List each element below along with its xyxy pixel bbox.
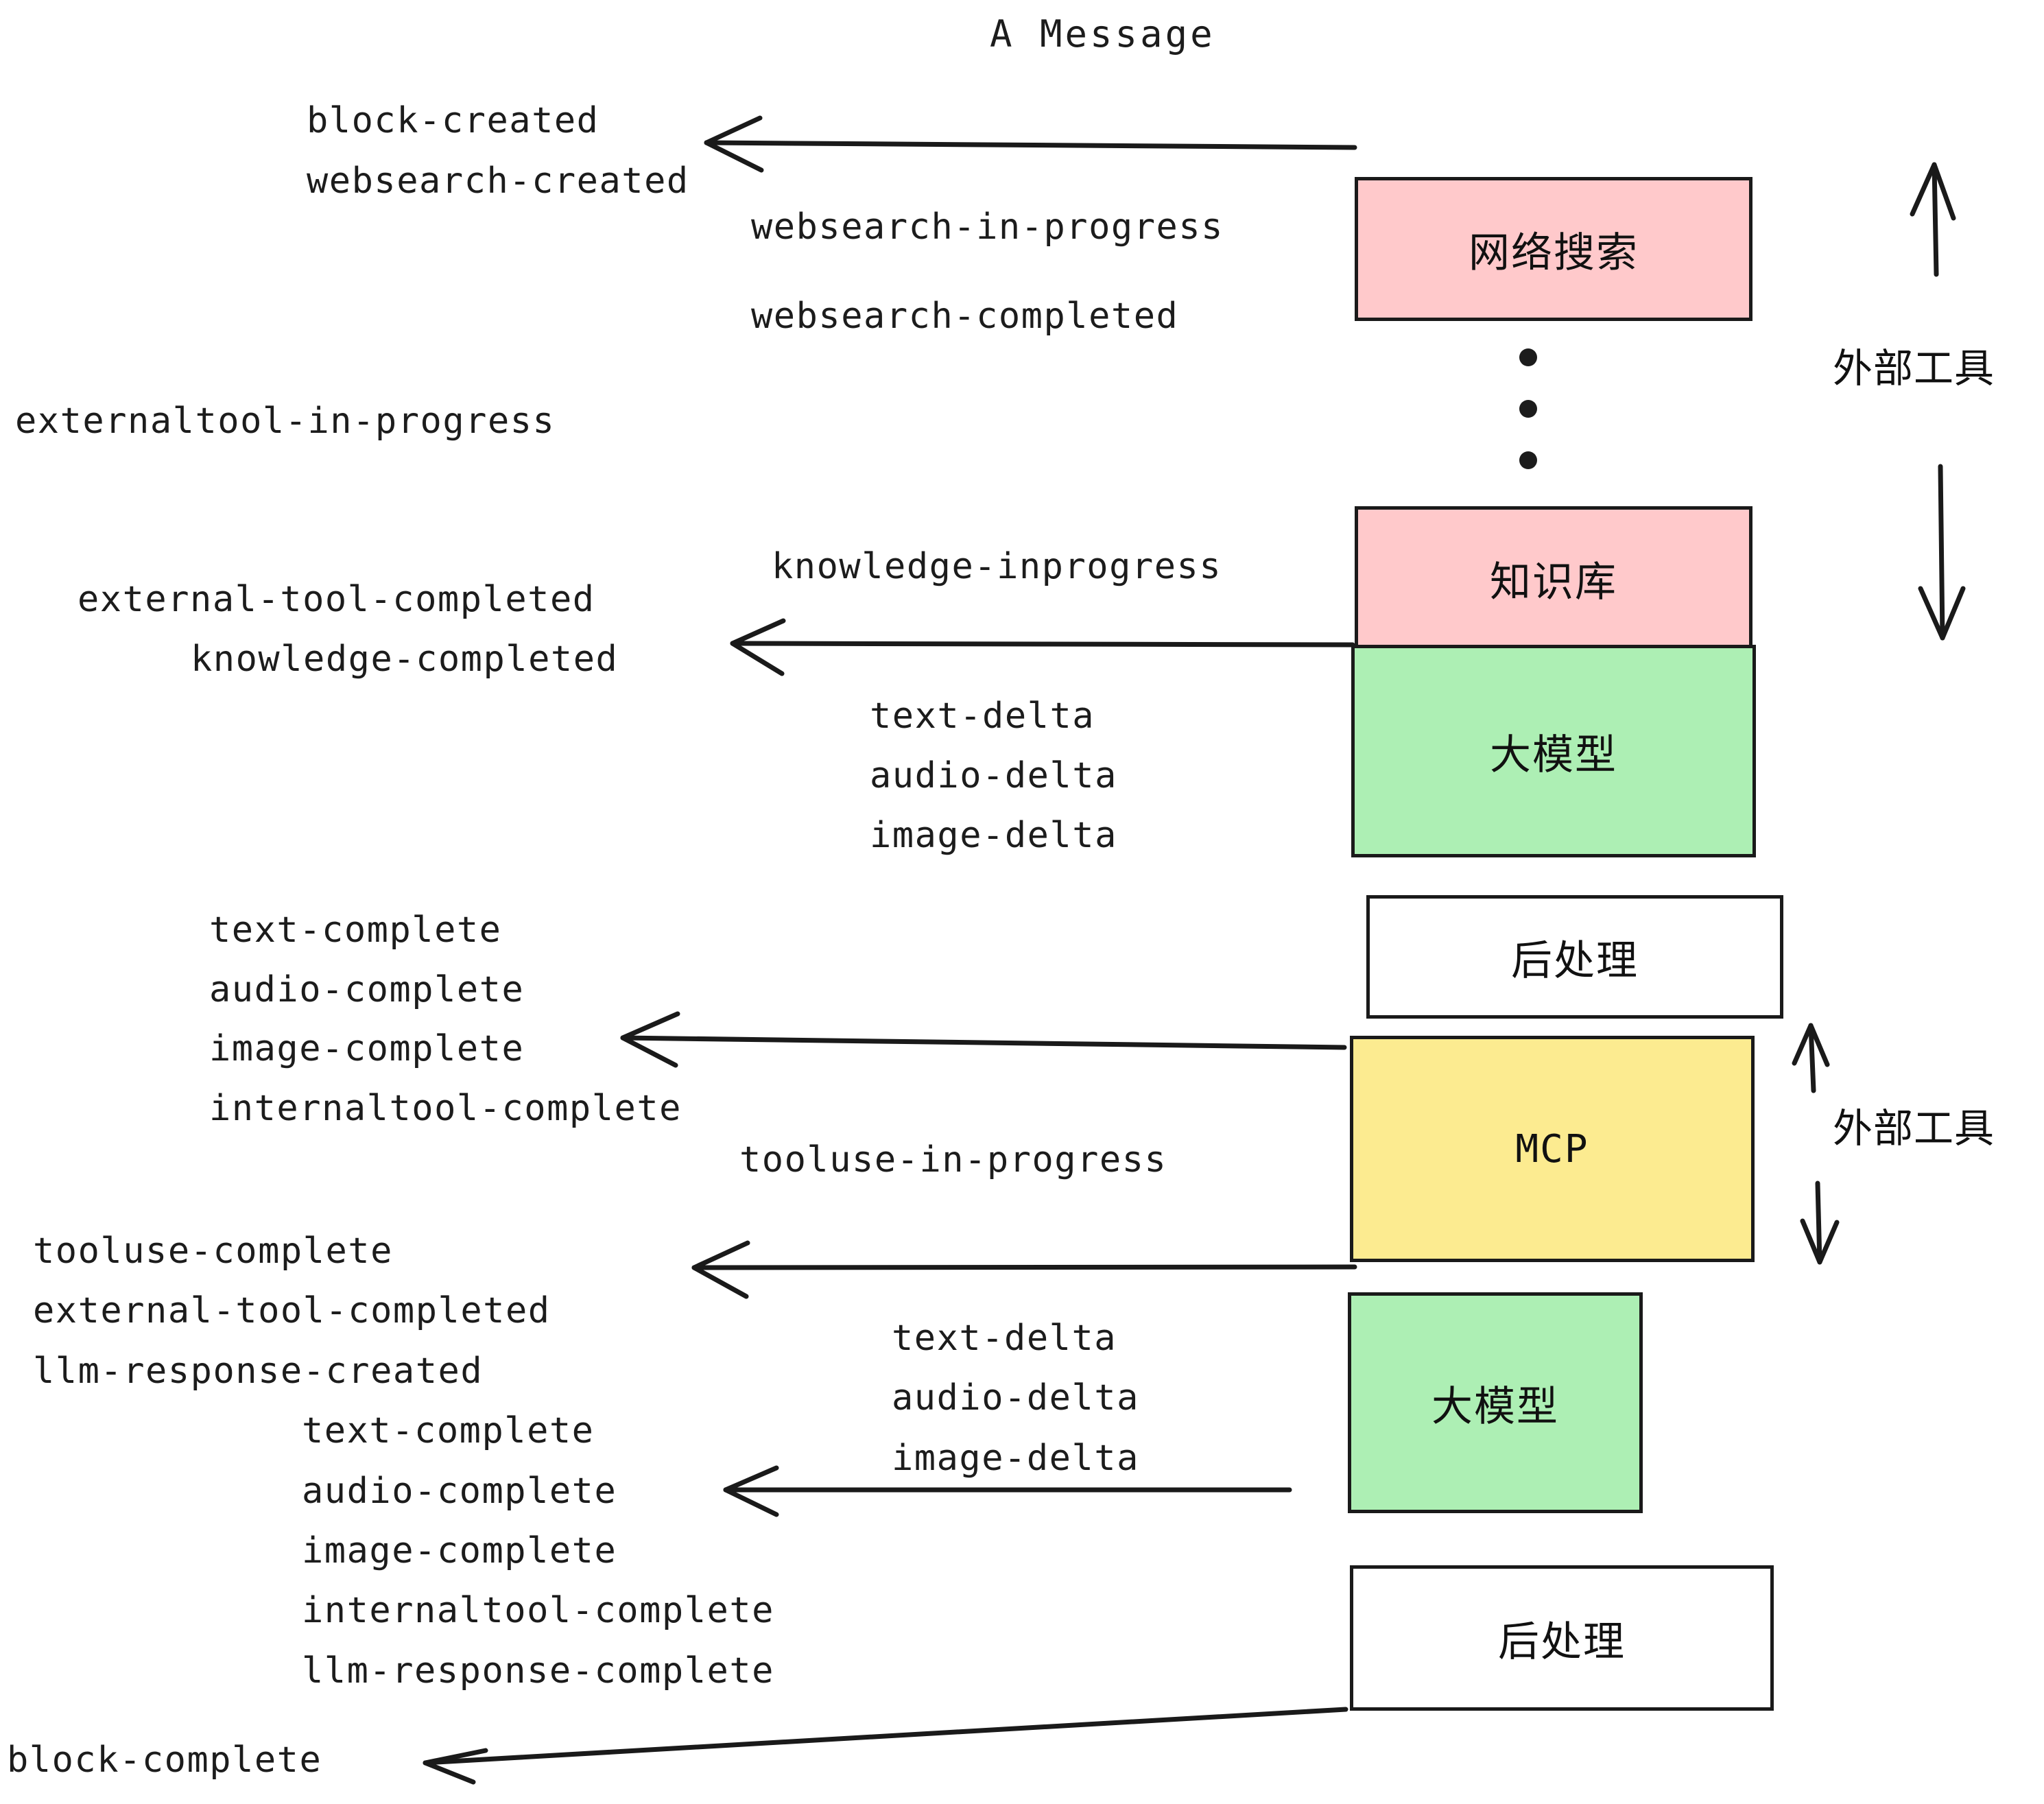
node-websearch-label: 网络搜索 bbox=[1469, 228, 1639, 277]
page-title: A Message bbox=[990, 12, 1215, 56]
arrow-postprocess2-to-block-complete bbox=[423, 1707, 1348, 1785]
node-postprocess-1-label: 后处理 bbox=[1511, 936, 1639, 985]
event-audio-complete-2: audio-complete bbox=[302, 1471, 617, 1512]
event-text-complete-2: text-complete bbox=[302, 1410, 595, 1451]
event-block-created: block-created bbox=[307, 100, 599, 141]
event-image-delta-2: image-delta bbox=[892, 1438, 1139, 1479]
node-llm-2[interactable]: 大模型 bbox=[1348, 1292, 1643, 1513]
event-llm-response-complete: llm-response-complete bbox=[302, 1650, 774, 1692]
external-tools-axis-bottom bbox=[1792, 1023, 1840, 1265]
event-audio-delta-1: audio-delta bbox=[870, 755, 1117, 796]
event-image-delta-1: image-delta bbox=[870, 815, 1117, 856]
event-audio-complete-1: audio-complete bbox=[209, 969, 525, 1010]
event-audio-delta-2: audio-delta bbox=[892, 1377, 1139, 1419]
external-tools-label-bottom: 外部工具 bbox=[1833, 1105, 1995, 1152]
node-knowledge[interactable]: 知识库 bbox=[1355, 506, 1752, 650]
event-knowledge-inprogress: knowledge-inprogress bbox=[772, 546, 1222, 587]
node-postprocess-1[interactable]: 后处理 bbox=[1366, 895, 1783, 1019]
event-image-complete-1: image-complete bbox=[209, 1028, 525, 1069]
arrow-mcp-to-tooluse-complete bbox=[691, 1240, 1357, 1299]
event-llm-response-created: llm-response-created bbox=[33, 1351, 484, 1392]
node-mcp[interactable]: MCP bbox=[1350, 1036, 1755, 1262]
event-externaltool-in-progress: externaltool-in-progress bbox=[15, 401, 556, 442]
event-text-complete-1: text-complete bbox=[209, 910, 502, 951]
node-websearch[interactable]: 网络搜索 bbox=[1355, 177, 1752, 321]
event-text-delta-2: text-delta bbox=[892, 1318, 1117, 1359]
event-internaltool-complete-1: internaltool-complete bbox=[209, 1088, 682, 1129]
ellipsis-dot-3 bbox=[1519, 451, 1537, 469]
node-postprocess-2[interactable]: 后处理 bbox=[1350, 1565, 1774, 1711]
node-knowledge-label: 知识库 bbox=[1490, 558, 1617, 606]
event-knowledge-completed: knowledge-completed bbox=[191, 639, 619, 680]
event-websearch-in-progress: websearch-in-progress bbox=[751, 206, 1224, 248]
event-internaltool-complete-2: internaltool-complete bbox=[302, 1590, 774, 1631]
arrow-knowledge-to-knowledge-completed bbox=[730, 618, 1355, 676]
event-block-complete: block-complete bbox=[7, 1740, 322, 1781]
event-tooluse-in-progress: tooluse-in-progress bbox=[739, 1139, 1167, 1180]
event-image-complete-2: image-complete bbox=[302, 1530, 617, 1571]
event-websearch-created: websearch-created bbox=[307, 161, 689, 202]
event-text-delta-1: text-delta bbox=[870, 696, 1095, 737]
external-tools-axis-top bbox=[1910, 162, 1966, 641]
node-llm-2-label: 大模型 bbox=[1431, 1382, 1559, 1431]
node-postprocess-2-label: 后处理 bbox=[1498, 1617, 1626, 1666]
event-external-tool-completed-1: external-tool-completed bbox=[78, 579, 595, 620]
arrow-websearch-to-block-created bbox=[704, 115, 1357, 173]
node-llm-1[interactable]: 大模型 bbox=[1351, 645, 1756, 857]
event-websearch-completed: websearch-completed bbox=[751, 296, 1179, 337]
node-llm-1-label: 大模型 bbox=[1490, 731, 1617, 779]
arrow-postprocess-to-image-complete bbox=[620, 1011, 1347, 1068]
ellipsis-dot-1 bbox=[1519, 348, 1537, 366]
ellipsis-dot-2 bbox=[1519, 400, 1537, 418]
external-tools-label-top: 外部工具 bbox=[1833, 345, 1995, 392]
event-tooluse-complete: tooluse-complete bbox=[33, 1231, 393, 1272]
node-mcp-label: MCP bbox=[1515, 1126, 1589, 1172]
event-external-tool-completed-2: external-tool-completed bbox=[33, 1290, 551, 1331]
